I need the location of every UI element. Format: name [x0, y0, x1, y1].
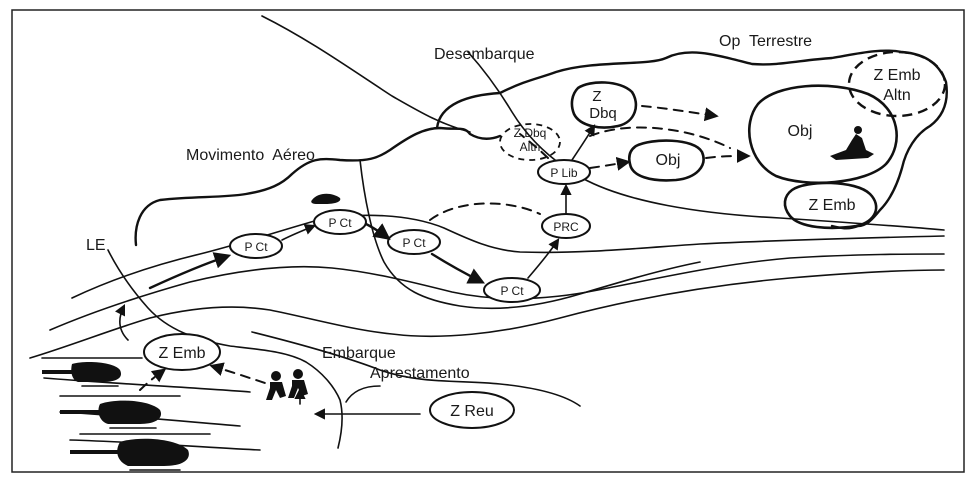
z-dbq-altn-zone	[499, 123, 561, 161]
dashed-route-zreu-zemb	[209, 362, 281, 389]
op-terrestre-label: Op Terrestre	[719, 33, 812, 50]
route-arrow-pct2-pct3	[364, 222, 391, 241]
route-arrow-pct3-pct4	[430, 252, 486, 284]
le-label: LE	[86, 237, 106, 254]
objective-main-label: Obj	[788, 123, 813, 140]
aprestamento-label: Aprestamento	[370, 365, 470, 382]
aircraft-icon	[311, 193, 341, 204]
route-arrow-to-pct1	[148, 252, 232, 290]
objective-figures-icon	[830, 126, 874, 160]
route-arrow-pct1-pct2	[281, 224, 317, 241]
p-ct-node-1	[229, 233, 283, 259]
z-emb-right-label: Z Emb	[808, 197, 855, 214]
aprestamento-line-2	[345, 385, 381, 403]
p-ct-node-3	[387, 229, 441, 255]
p-ct-node-4	[483, 277, 541, 303]
dashed-route-curve-obj	[589, 126, 731, 149]
p-ct-label-2: P Ct	[328, 216, 352, 230]
z-emb-left-zone	[143, 333, 221, 371]
helicopter-icon-3	[70, 433, 211, 471]
z-dbq-altn-label-2: Altn	[520, 140, 541, 154]
dashed-route-plib-obj	[589, 156, 631, 171]
z-emb-right-zone	[783, 181, 878, 230]
dashed-route-to-zemb	[139, 368, 167, 391]
z-dbq-altn-label-1: Z Dbq	[514, 126, 547, 140]
route-arrow-pct4-prc	[527, 238, 560, 279]
route-arrow-lift-off	[114, 303, 129, 341]
helicopter-icon-1	[41, 357, 143, 387]
movement-corridor-curve-top	[261, 15, 471, 133]
dashed-route-plib-up	[519, 133, 549, 159]
aprestamento-line	[251, 331, 581, 407]
movimento-aereo-label: Movimento Aéreo	[186, 147, 315, 164]
corridor-line-1	[71, 214, 945, 299]
embarque-label: Embarque	[322, 345, 396, 362]
dashed-route-pct3-prc	[429, 202, 541, 221]
z-reu-zone	[429, 391, 515, 429]
dashed-route-obj-objmain	[705, 149, 751, 164]
p-ct-label-3: P Ct	[402, 236, 426, 250]
desembarque-label: Desembarque	[434, 46, 535, 63]
helicopter-icon-2	[59, 395, 181, 429]
objective-main-zone	[748, 84, 898, 185]
operations-area-boundary	[435, 49, 948, 230]
z-reu-label: Z Reu	[450, 403, 494, 420]
ground-line-1	[43, 377, 251, 393]
corridor-line-3	[29, 269, 945, 359]
z-emb-altn-label-2: Altn	[883, 87, 911, 104]
p-ct-label-1: P Ct	[244, 240, 268, 254]
p-lib-label: P Lib	[550, 166, 577, 180]
z-dbq-label-1: Z	[592, 88, 601, 105]
z-dbq-zone	[570, 81, 638, 129]
p-ct-label-4: P Ct	[500, 284, 524, 298]
prc-label: PRC	[553, 220, 579, 234]
z-emb-altn-zone	[847, 50, 947, 118]
le-boundary-curve	[107, 249, 343, 449]
corridor-line-2	[49, 253, 945, 331]
troops-icon	[266, 369, 308, 400]
z-emb-left-label: Z Emb	[158, 345, 205, 362]
dashed-route-zdbq-right	[641, 105, 719, 122]
desembarque-area-curve	[467, 51, 945, 231]
diagram-frame	[11, 9, 965, 473]
z-emb-altn-label-1: Z Emb	[873, 67, 920, 84]
z-dbq-label-2: Dbq	[589, 105, 617, 122]
objective-small-label: Obj	[656, 152, 681, 169]
p-ct-node-2	[313, 209, 367, 235]
route-arrow-plib-zdbq	[571, 124, 596, 161]
